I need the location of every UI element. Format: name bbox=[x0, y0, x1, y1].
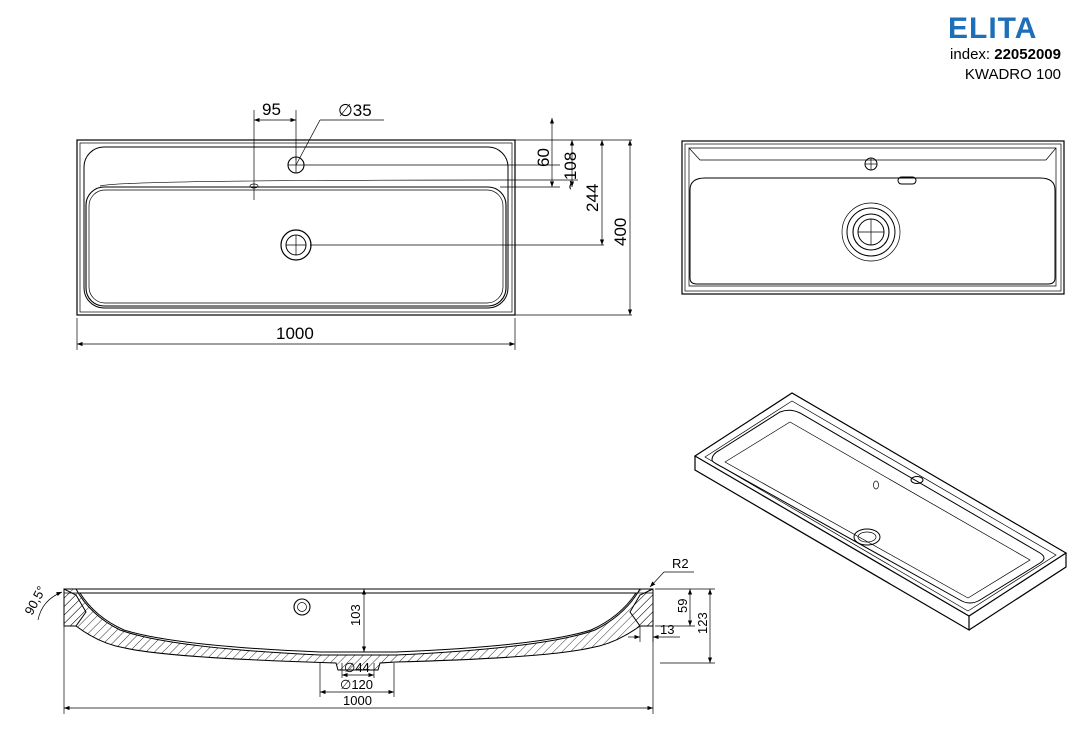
dim-108: ~108 bbox=[561, 152, 580, 190]
bottom-view bbox=[681, 140, 1065, 295]
dim-drain-inner: ∅44 bbox=[344, 660, 370, 675]
brand-block: ELITA bbox=[946, 8, 1061, 42]
dim-angle: 90,5° bbox=[21, 583, 49, 617]
model-name: KWADRO 100 bbox=[964, 66, 1061, 83]
top-view-bowl-inner bbox=[88, 189, 504, 304]
dim-123: 123 bbox=[695, 612, 710, 634]
dim-244: 244 bbox=[583, 184, 602, 212]
top-view: 95 ∅35 60 ~108 244 400 1000 bbox=[76, 100, 633, 350]
dim-depth: 103 bbox=[348, 604, 363, 626]
bottom-overflow bbox=[897, 176, 917, 185]
index-line: index: 22052009 bbox=[950, 46, 1061, 63]
dim-drain-outer: ∅120 bbox=[340, 677, 373, 692]
elita-logo: ELITA bbox=[948, 12, 1037, 42]
dim-tap-diameter: ∅35 bbox=[338, 101, 372, 120]
dim-13: 13 bbox=[660, 622, 674, 637]
dim-tap-offset: 95 bbox=[262, 100, 281, 119]
dim-60: 60 bbox=[534, 148, 553, 167]
index-label: index: bbox=[950, 46, 995, 63]
dim-59: 59 bbox=[675, 599, 690, 613]
dim-400: 400 bbox=[611, 218, 630, 246]
dim-section-width: 1000 bbox=[343, 693, 372, 708]
bottom-drain-ring bbox=[841, 202, 901, 262]
section-view: 90,5° R2 103 59 123 13 ∅44 ∅120 bbox=[21, 556, 715, 714]
dim-top-width: 1000 bbox=[276, 324, 314, 343]
section-tap-hole bbox=[293, 598, 311, 616]
top-view-shelf-line bbox=[99, 179, 501, 187]
isometric-view bbox=[693, 392, 1068, 632]
top-view-bowl bbox=[85, 186, 507, 307]
dim-radius: R2 bbox=[672, 556, 689, 571]
logo-text: ELITA bbox=[948, 12, 1037, 42]
index-value: 22052009 bbox=[994, 46, 1061, 63]
